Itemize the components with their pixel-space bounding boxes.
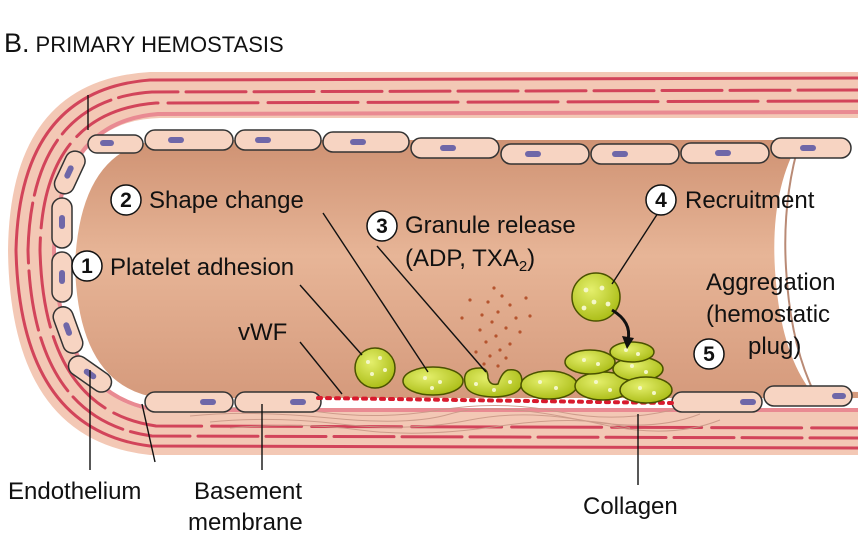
label-aggregation: Aggregation [706, 269, 835, 296]
step-1-marker: 1 [71, 250, 103, 282]
svg-text:1: 1 [81, 255, 93, 278]
collagen-fibers [189, 404, 721, 434]
label-hemostatic: (hemostatic [706, 301, 830, 328]
endothelium-top [87, 129, 852, 165]
label-granule-detail: (ADP, TXA2) [405, 245, 535, 275]
step-3-marker: 3 [366, 210, 398, 242]
recruitment-arrow [611, 308, 631, 341]
platelet-dots [366, 285, 656, 395]
label-collagen: Collagen [583, 493, 678, 520]
step-5-marker: 5 [693, 338, 725, 370]
step-2-marker: 2 [110, 184, 142, 216]
step-4-marker: 4 [645, 184, 677, 216]
label-plug: plug) [748, 333, 801, 360]
platelet-adhering [354, 347, 396, 389]
label-basement-membrane-2: membrane [188, 509, 303, 536]
vwf-dots [316, 396, 674, 405]
svg-text:4: 4 [655, 189, 667, 212]
label-basement-membrane-1: Basement [194, 478, 302, 505]
label-shape-change: Shape change [149, 187, 304, 214]
label-granule-release: Granule release [405, 212, 576, 239]
svg-text:2: 2 [120, 189, 132, 212]
label-recruitment: Recruitment [685, 187, 815, 214]
label-vwf: vWF [238, 319, 287, 346]
label-platelet-adhesion: Platelet adhesion [110, 254, 294, 281]
diagram-title: B.PRIMARY HEMOSTASIS [4, 28, 284, 58]
platelet-shape-change [402, 366, 464, 396]
vessel-wall [8, 72, 858, 455]
platelet-recruited [571, 272, 621, 322]
endothelium-bottom [144, 385, 853, 413]
svg-text:3: 3 [376, 215, 388, 238]
granule-particles [460, 286, 532, 368]
platelet-granule-release [463, 367, 523, 398]
leader-lines [87, 95, 659, 485]
label-endothelium: Endothelium [8, 478, 141, 505]
svg-text:5: 5 [703, 343, 715, 366]
